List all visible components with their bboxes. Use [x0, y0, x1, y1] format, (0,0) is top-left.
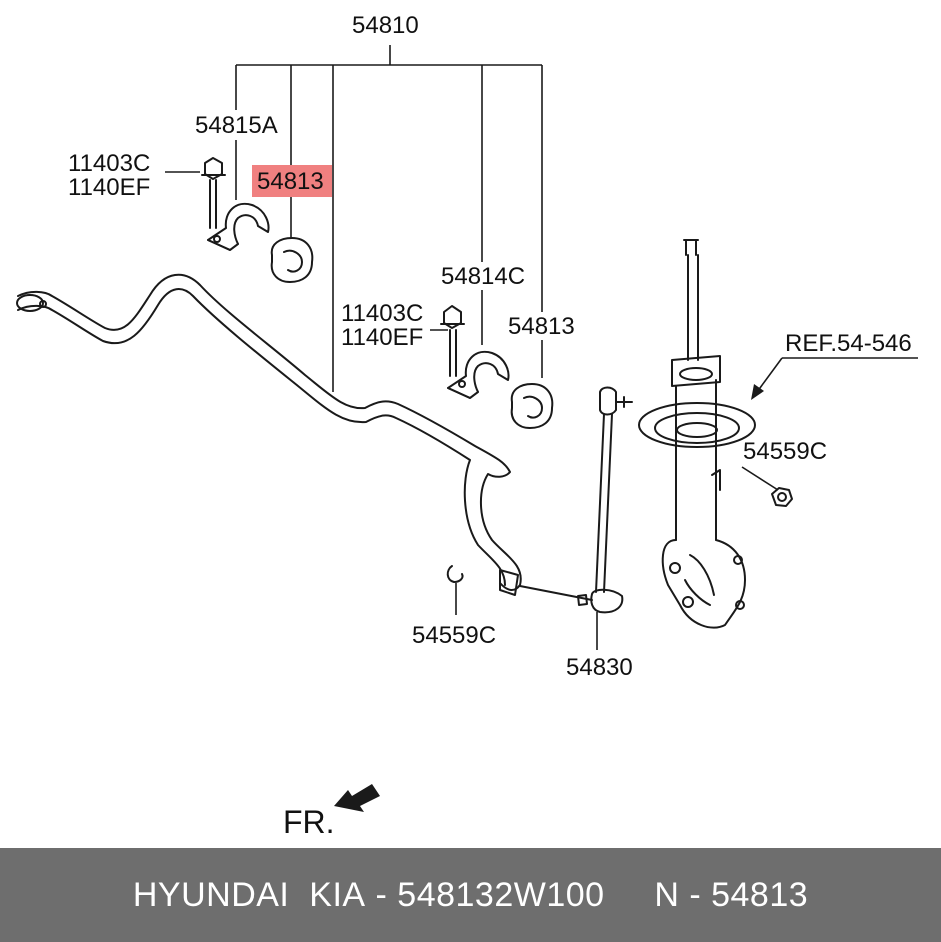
nut-upper	[771, 487, 793, 507]
footer-sep: -	[365, 875, 398, 914]
ref-leader	[756, 357, 783, 393]
label-bolt1-b: 1140EF	[68, 174, 150, 201]
assembly-leader	[235, 45, 543, 392]
footer-n-number: 54813	[711, 875, 809, 914]
parts-diagram: 54810 54815A 11403C 1140EF 54813 54814C …	[16, 12, 918, 840]
bolt-2	[440, 305, 465, 377]
label-bolt2-a: 11403C	[341, 300, 423, 327]
label-bushing-highlight[interactable]: 54813	[257, 168, 324, 195]
bushing-2	[510, 383, 554, 429]
footer-part-number: 548132W100	[397, 875, 605, 914]
highlight-box	[252, 165, 332, 197]
strut-assembly	[638, 239, 756, 629]
label-link: 54830	[566, 654, 633, 681]
label-assembly: 54810	[352, 12, 419, 39]
ref-arrowhead	[751, 384, 764, 400]
footer-brand: HYUNDAI KIA	[132, 875, 366, 914]
footer-bar: HYUNDAI KIA - 548132W100 N - 54813	[0, 848, 941, 942]
footer-n-prefix: N -	[654, 875, 712, 914]
stabilizer-bar	[16, 273, 522, 596]
label-ref: REF.54-546	[785, 330, 912, 357]
label-bracket-c: 54814C	[441, 263, 525, 290]
label-bracket-a: 54815A	[195, 112, 278, 139]
footer-gap	[605, 876, 655, 915]
label-nut-upper: 54559C	[743, 438, 827, 465]
label-front: FR.	[283, 804, 335, 840]
label-bolt1-a: 11403C	[68, 150, 150, 177]
bolt-1	[201, 157, 226, 229]
bushing-1[interactable]	[270, 237, 314, 283]
bracket-1	[207, 202, 270, 251]
label-bushing2: 54813	[508, 313, 575, 340]
stabilizer-link	[519, 386, 633, 614]
bracket-2	[447, 350, 510, 399]
label-nut-lower: 54559C	[412, 622, 496, 649]
front-arrow-icon	[334, 784, 380, 812]
label-bolt2-b: 1140EF	[341, 324, 423, 351]
nut-lower	[446, 565, 464, 583]
